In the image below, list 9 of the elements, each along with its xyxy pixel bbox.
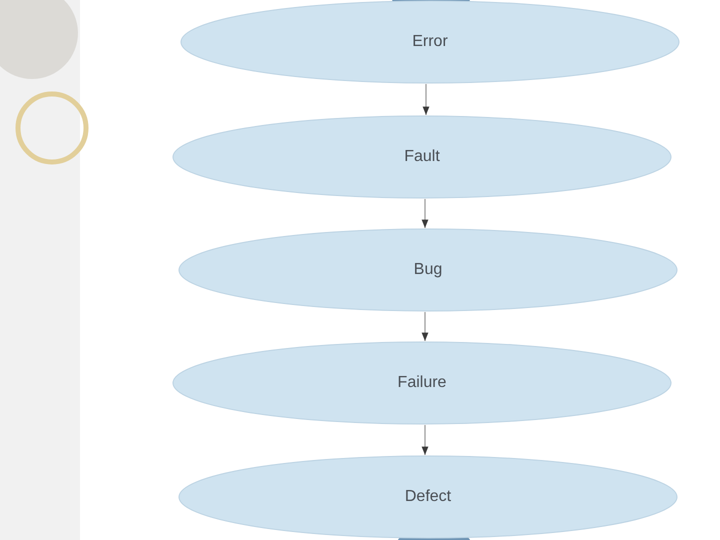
node-label: Bug [414,261,442,279]
node-label: Defect [404,488,452,506]
connector-arrow [422,199,428,228]
node-label: Fault [404,148,440,166]
connector-arrow [422,425,428,455]
connector-arrow [422,312,428,341]
node-label: Failure [398,374,446,392]
node-label: Error [412,33,448,51]
connector-arrow [422,84,430,115]
